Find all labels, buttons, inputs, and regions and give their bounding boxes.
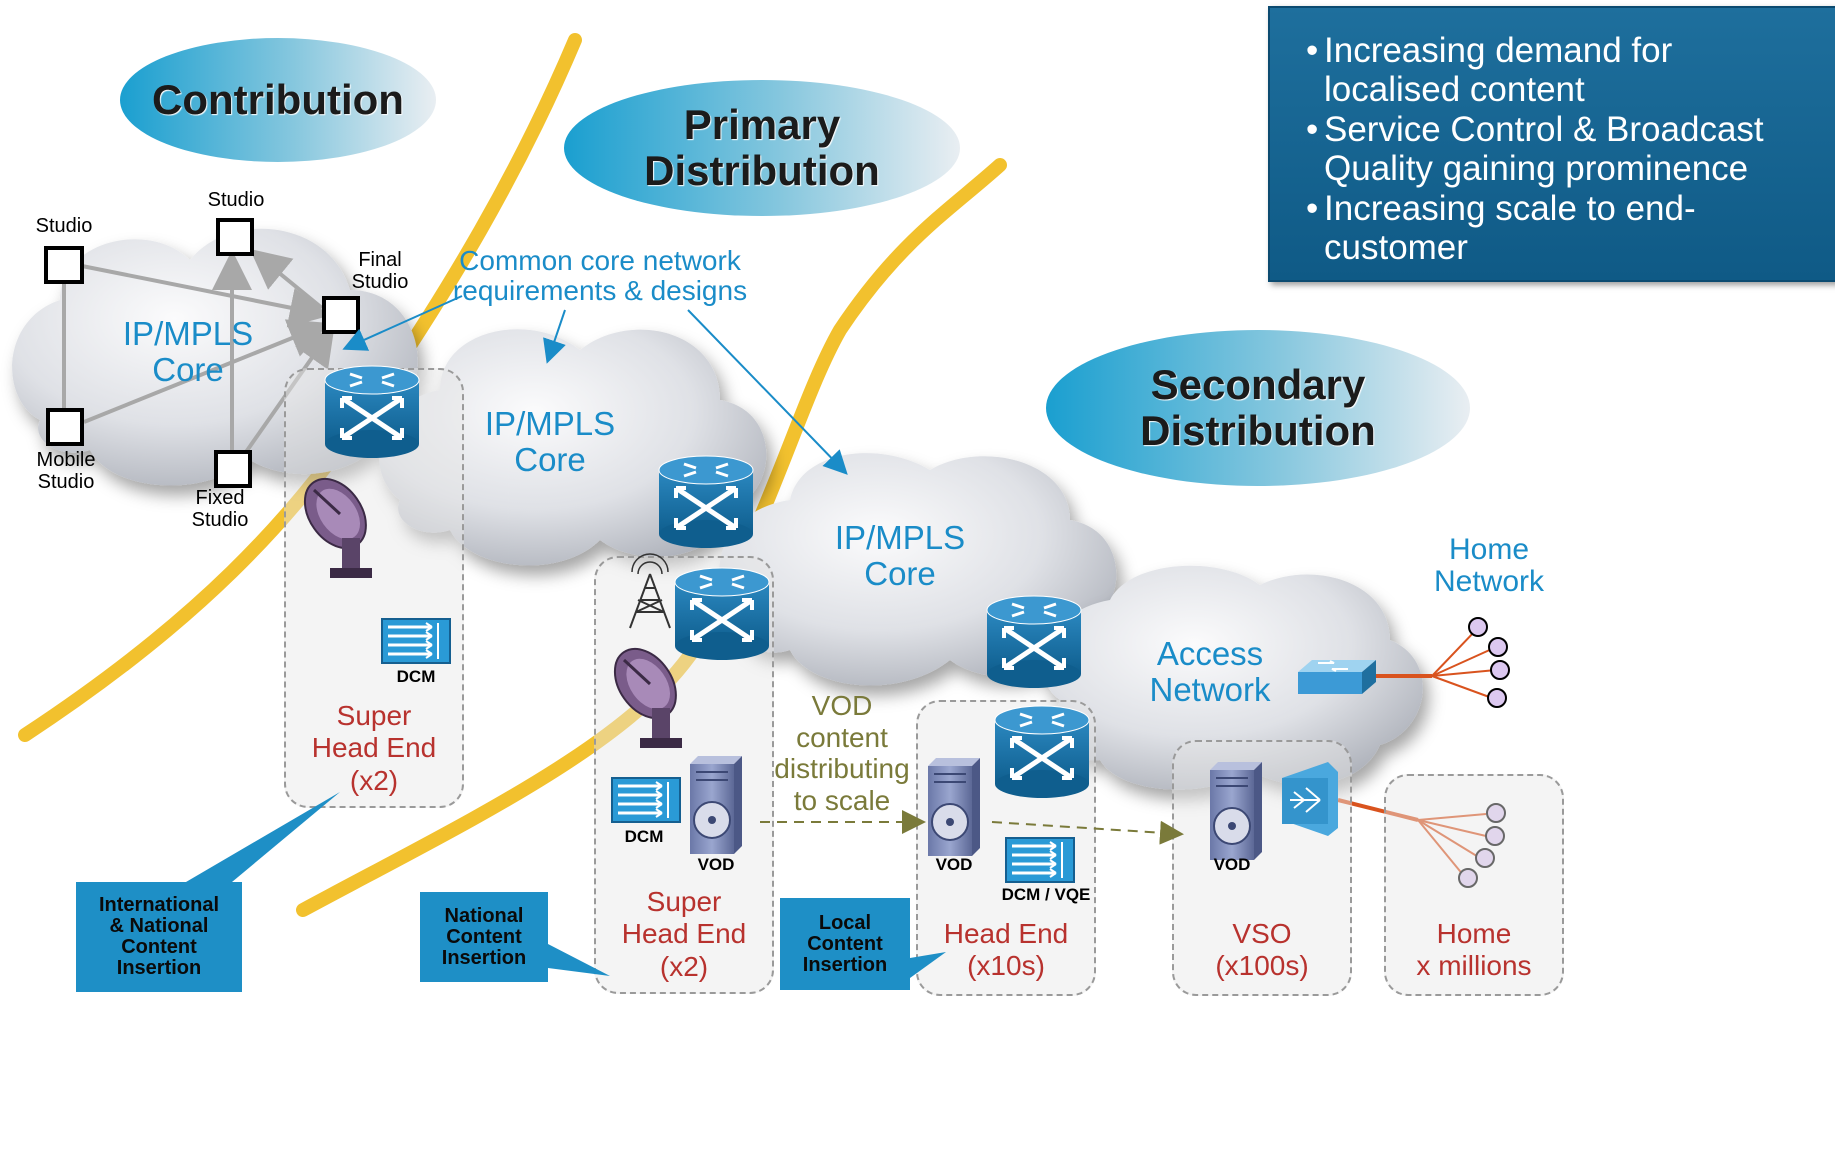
dcm-icon: [380, 617, 452, 665]
satellite-dish-icon: [290, 465, 381, 580]
link-studio-final: [81, 264, 330, 328]
dcm-icon: [610, 776, 682, 824]
stage-label-vso: VSO(x100s): [1215, 918, 1309, 982]
tag-pointer-national: [548, 944, 610, 976]
tag-pointer-intl: [186, 792, 340, 882]
studio-box-fixed: [214, 450, 252, 488]
tag-pointer-local: [910, 952, 946, 978]
callout-arrow-2: [543, 309, 566, 364]
ellipse-secondary: [1046, 330, 1470, 486]
gateway-icon: [1282, 762, 1338, 836]
link-fixed-final: [244, 325, 335, 454]
ellipse-primary: [564, 80, 960, 216]
device-label-vod: VOD: [697, 855, 735, 874]
info-box: Increasing demand for localised content …: [1268, 6, 1835, 282]
stage-box-home: [1384, 774, 1564, 996]
dcm-icon: [1004, 836, 1076, 884]
tower-icon: [629, 553, 671, 629]
router-icon: [325, 366, 419, 458]
ellipse-contribution: [120, 38, 436, 162]
header-secondary-distribution: Secondary Distribution: [1140, 360, 1376, 454]
studio-box-top: [216, 218, 254, 256]
vod-flow-arrow-2: [991, 820, 1184, 845]
device-label-vod: VOD: [1213, 855, 1251, 874]
studio-box-left: [44, 246, 84, 284]
home-devices: [1458, 617, 1510, 888]
header-contribution: Contribution: [152, 75, 404, 123]
link-final-studio: [249, 248, 324, 310]
info-bullet: Service Control & Broadcast Quality gain…: [1306, 110, 1794, 188]
info-bullet: Increasing demand for localised content: [1306, 31, 1754, 109]
header-primary-distribution: Primary Distribution: [644, 100, 880, 194]
vod-server-icon: [927, 757, 981, 857]
device-label-dcm: DCM: [624, 827, 664, 846]
studio-box-final: [322, 296, 360, 334]
callout-arrow-3: [687, 309, 848, 475]
device-label-dcm: DCM: [396, 667, 436, 686]
link-mobile-final: [83, 319, 330, 424]
router-icon: [987, 596, 1081, 688]
info-bullet: Increasing scale to end-customer: [1306, 189, 1754, 267]
router-icon: [659, 456, 753, 548]
router-icon: [995, 706, 1089, 798]
stage-label-head-end: Head End(x10s): [943, 918, 1069, 982]
satellite-dish-icon: [600, 635, 691, 750]
device-label-dcm-vqe: DCM / VQE: [1001, 885, 1091, 904]
device-label-vod: VOD: [935, 855, 973, 874]
switch-icon: [1298, 660, 1376, 694]
studio-label-left: Studio: [35, 215, 93, 237]
cloud-access: [1041, 565, 1423, 790]
vod-server-icon: [1209, 761, 1263, 861]
callout-arrow-1: [342, 295, 463, 351]
router-icon: [675, 568, 769, 660]
studio-box-mobile: [46, 408, 84, 446]
vod-server-icon: [689, 755, 743, 855]
studio-label-top: Studio: [207, 189, 265, 211]
